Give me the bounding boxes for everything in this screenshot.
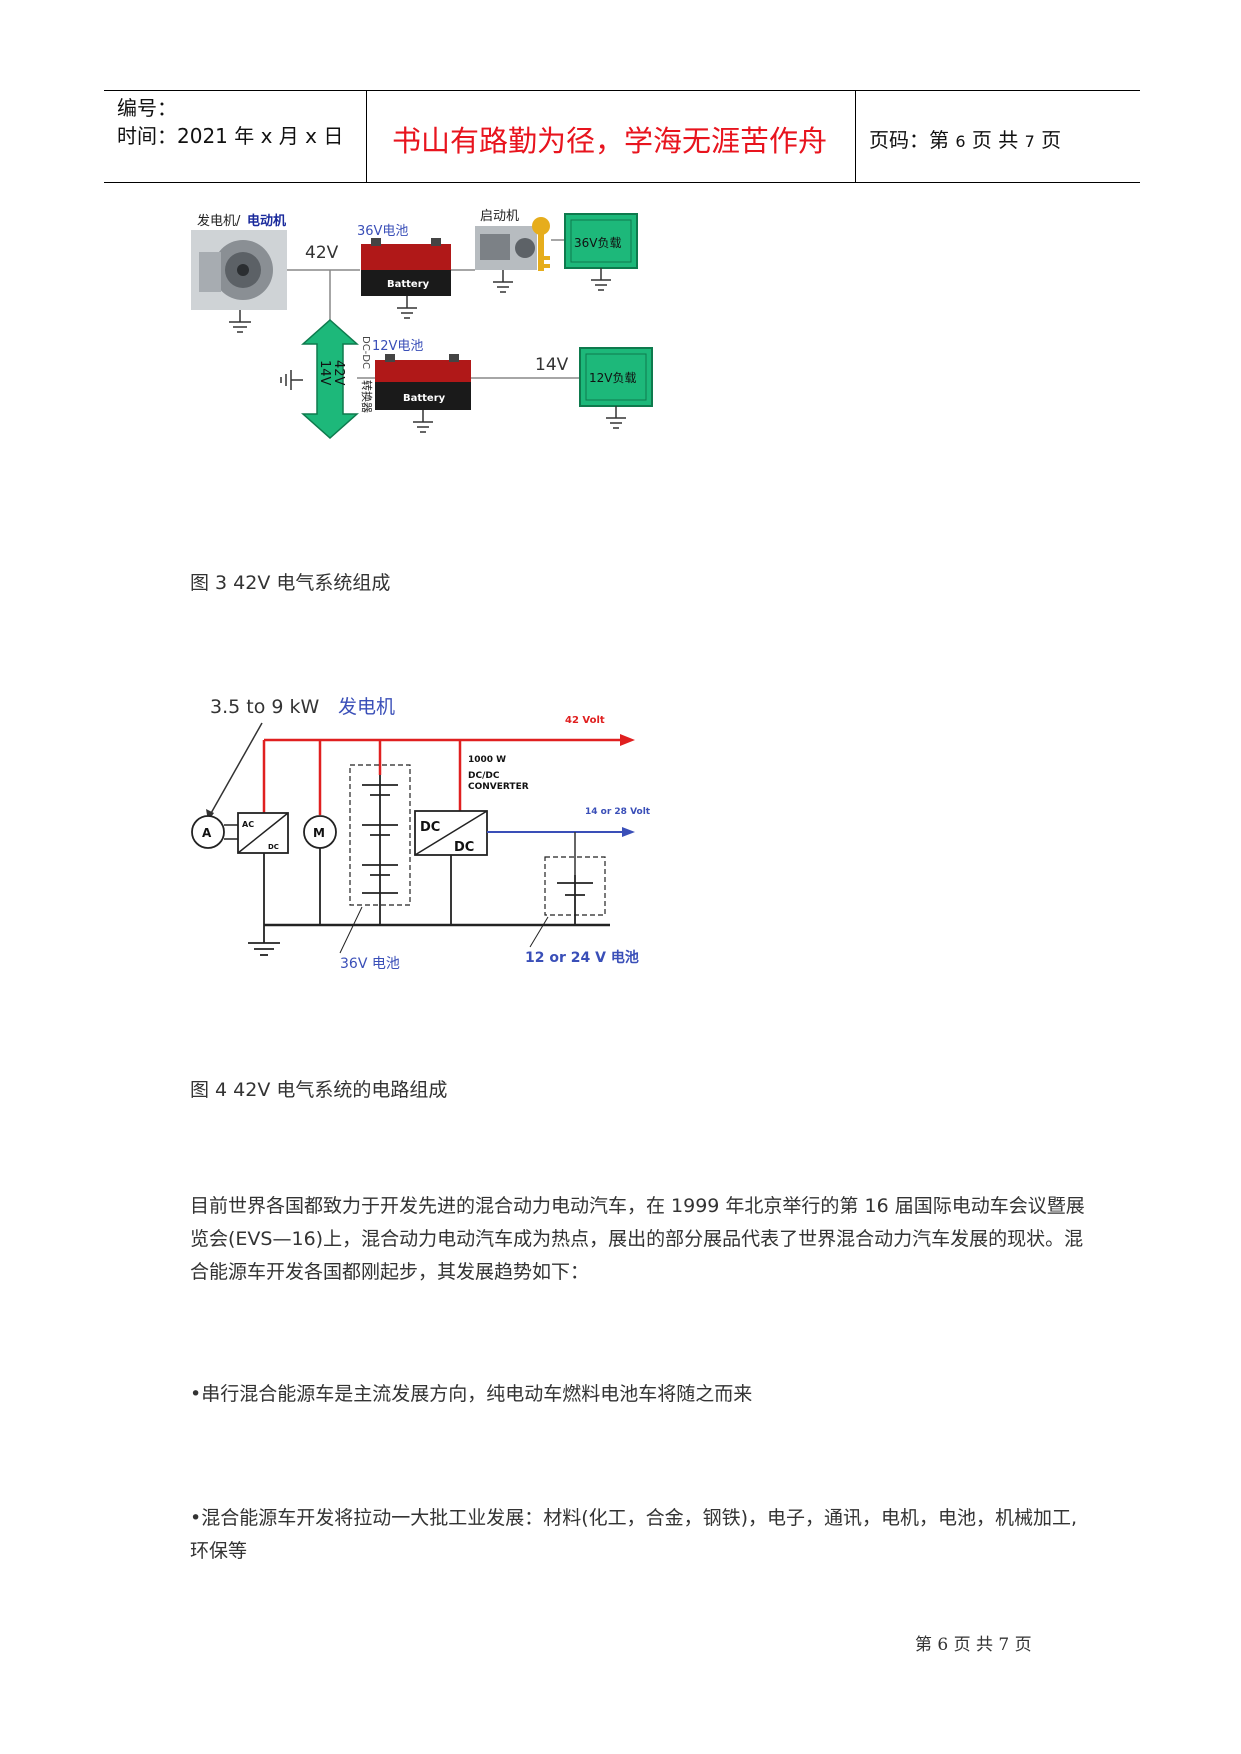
figure3-diagram: 发电机/ 电动机 42V 36V电池 Battery 启动机 36V负载 (191, 209, 653, 440)
dcdc-converter-arrow (301, 318, 359, 440)
header-page-number: 页码：第 6 页 共 7 页 (869, 124, 1061, 153)
intro-paragraph: 目前世界各国都致力于开发先进的混合动力电动汽车，在 1999 年北京举行的第 1… (190, 1195, 1085, 1283)
battery12-cells (557, 875, 593, 925)
battery-36v-image (361, 238, 451, 296)
dcdc-diagonal (414, 810, 488, 856)
label-14v: 14V (535, 355, 569, 375)
starter-image (475, 226, 537, 270)
battery36-text: Battery (387, 279, 430, 290)
figure3-caption: 图 3 42V 电气系统组成 (190, 572, 391, 594)
key-icon (532, 217, 550, 271)
ground-symbol (413, 410, 433, 433)
arrow-42v-label: 42V (331, 360, 346, 386)
pointer-line (339, 906, 363, 954)
bus-14v-arrow (622, 827, 635, 837)
v42-out-label: 42 Volt (565, 715, 605, 726)
bat36-label: 36V 电池 (340, 956, 400, 972)
dc-big1-label: DC (420, 820, 440, 835)
generator-image (191, 230, 287, 310)
time-label: 时间：2021 年 x 月 x 日 (117, 124, 344, 148)
alt-label: A (202, 826, 212, 840)
dc-big2-label: DC (454, 840, 474, 855)
v14-out-label: 14 or 28 Volt (585, 807, 651, 817)
page-suffix: 页 (1041, 128, 1062, 152)
figure4-caption: 图 4 42V 电气系统的电路组成 (190, 1079, 448, 1101)
starter-label: 启动机 (480, 209, 519, 224)
header-divider-left (366, 90, 367, 183)
ground-symbol (591, 268, 611, 291)
gen-power-label: 3.5 to 9 kW (210, 696, 320, 718)
generator-label: 发电机/ (197, 213, 241, 229)
header-divider-right (855, 90, 856, 183)
page-total: 7 (1024, 132, 1035, 151)
battery36-enclosure (349, 764, 411, 906)
motor-label: M (313, 826, 325, 840)
load-12v-box (579, 347, 653, 407)
ground-symbol (493, 270, 513, 293)
arrow-14v-label: 14V (317, 360, 332, 386)
page-mid: 页 共 (971, 128, 1019, 152)
load12-label: 12V负载 (589, 371, 636, 385)
ground-symbol (229, 310, 251, 333)
battery36-cells (362, 775, 398, 925)
header-top-rule (104, 90, 1140, 91)
dcdc-label: DC-DC (360, 336, 371, 369)
dc-small-label: DC (268, 843, 279, 851)
alternator-symbol (191, 815, 225, 849)
page-prefix: 页码：第 (869, 128, 949, 152)
footer-page-number: 第 6 页 共 7 页 (915, 1635, 1032, 1655)
pointer-line (529, 916, 549, 948)
header-motto: 书山有路勤为径，学海无涯苦作舟 (392, 124, 828, 158)
pointer-line (209, 722, 263, 816)
gen-power-suffix: 发电机 (338, 696, 395, 718)
conv-line1: DC/DC (468, 771, 500, 781)
header-bottom-rule (104, 182, 1140, 183)
motor-label: 电动机 (247, 213, 286, 229)
ground-symbol (280, 370, 303, 390)
battery12-text: Battery (403, 393, 446, 404)
conv-power-label: 1000 W (468, 755, 506, 765)
ac-label: AC (242, 820, 254, 829)
load36-label: 36V负载 (574, 236, 621, 250)
figure4-circuit: 3.5 to 9 kW 发电机 42 Volt 1000 W DC/DC CON… (191, 696, 651, 972)
label-42v: 42V (305, 243, 339, 263)
battery12-label: 12V电池 (372, 339, 423, 354)
bus-42v-arrow (620, 734, 635, 746)
battery36-label: 36V电池 (357, 224, 408, 239)
bat12-label: 12 or 24 V 电池 (525, 949, 639, 966)
code-label: 编号： (117, 96, 177, 120)
page-num: 6 (955, 132, 966, 151)
ground-symbol (606, 406, 626, 429)
ground-symbol (248, 925, 280, 956)
conv-line2: CONVERTER (468, 782, 529, 792)
converter-label: 转换器 (360, 380, 374, 413)
ground-symbol (397, 296, 417, 319)
acdc-diagonal (237, 812, 289, 854)
battery-12v-image (375, 354, 471, 410)
bullet-1: •串行混合能源车是主流发展方向，纯电动车燃料电池车将随之而来 (190, 1383, 753, 1405)
bullet-2: •混合能源车开发将拉动一大批工业发展：材料(化工，合金，钢铁)，电子，通讯，电机… (190, 1507, 1078, 1562)
